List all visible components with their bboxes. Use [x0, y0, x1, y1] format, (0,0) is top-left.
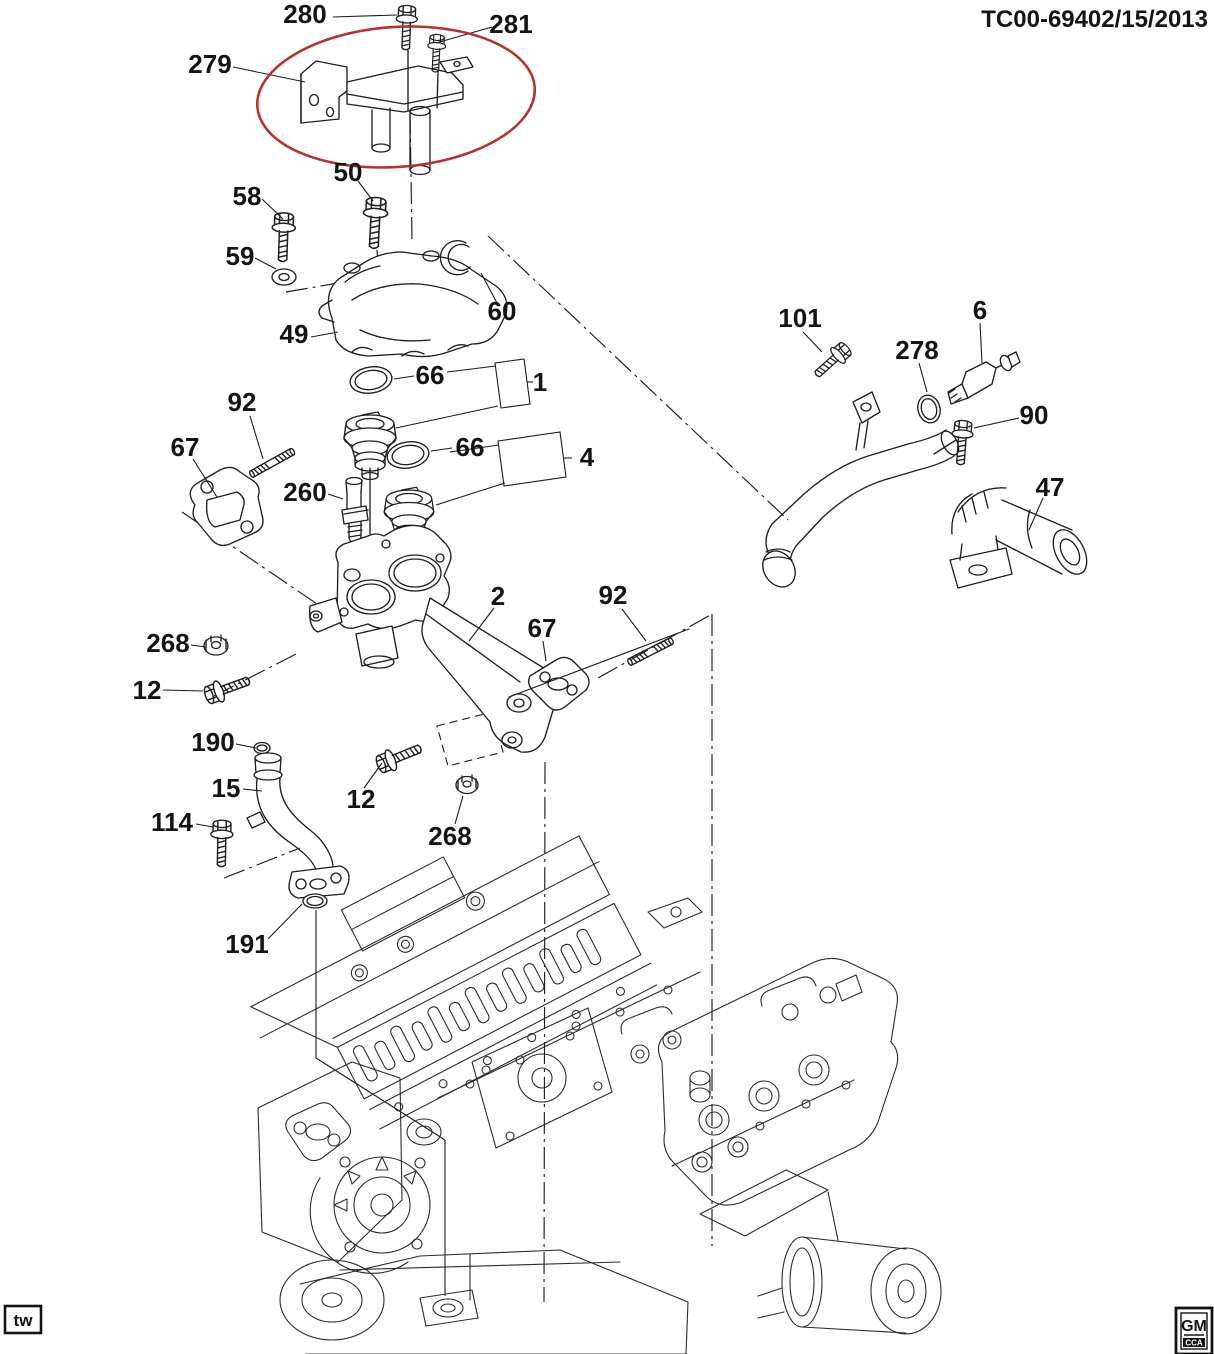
callout-190: 190	[191, 727, 234, 757]
pipe-101-drawing	[762, 391, 960, 588]
callout-66-a: 66	[416, 360, 445, 390]
seal-66-lower-drawing	[386, 441, 430, 469]
callout-49: 49	[280, 319, 309, 349]
kit-bracket-4	[435, 431, 572, 506]
callout-67-b: 67	[528, 613, 557, 643]
pipe-15-drawing	[246, 752, 350, 899]
stud-92-right-drawing	[626, 636, 675, 667]
gm-logo-text: GM	[1181, 1318, 1207, 1335]
kit-bracket-1	[395, 358, 533, 429]
bolt-281-drawing	[425, 33, 447, 109]
bolt-12-second-drawing	[372, 737, 426, 777]
callout-191: 191	[225, 929, 268, 959]
washer-59-drawing	[271, 268, 297, 286]
artist-mark-box: tw	[3, 1304, 43, 1335]
bolt-50-drawing	[360, 196, 390, 250]
callout-58: 58	[233, 181, 262, 211]
callout-268-a: 268	[146, 628, 189, 658]
seal-191-drawing	[302, 893, 328, 909]
snap-ring-60-drawing	[439, 240, 471, 276]
highlight-ellipse	[255, 25, 537, 169]
callout-15: 15	[212, 773, 241, 803]
seal-278-drawing	[917, 394, 941, 424]
artist-mark: tw	[14, 1311, 34, 1330]
sensor-260-drawing	[341, 476, 369, 595]
gasket-67-right-drawing	[508, 628, 690, 711]
bolt-58-drawing	[270, 211, 297, 263]
callout-50: 50	[334, 157, 363, 187]
callout-90: 90	[1020, 400, 1049, 430]
callout-59: 59	[226, 241, 255, 271]
housing-49-drawing	[318, 250, 508, 358]
gm-logo: GM CCA	[1174, 1306, 1214, 1354]
callout-278: 278	[895, 335, 938, 365]
sensor-6-drawing	[947, 351, 1021, 405]
callout-2: 2	[491, 581, 505, 611]
callout-1: 1	[533, 367, 547, 397]
callout-268-b: 268	[428, 821, 471, 851]
callout-47: 47	[1036, 472, 1065, 502]
seal-66-upper-drawing	[349, 366, 393, 394]
gasket-67-left-drawing	[189, 466, 264, 547]
gm-logo-subtext: CCA	[1185, 1339, 1203, 1348]
nut-268-second-drawing	[455, 774, 479, 795]
bolt-280-drawing	[394, 4, 419, 111]
callout-92-a: 92	[228, 387, 257, 417]
bolt-90-drawing	[949, 419, 975, 467]
leader-lines	[162, 14, 1044, 940]
stud-92-left-drawing	[248, 447, 297, 479]
document-date: 02/15/2013	[1088, 6, 1208, 33]
callout-60: 60	[488, 296, 517, 326]
callout-12-a: 12	[133, 675, 162, 705]
callout-12-b: 12	[347, 784, 376, 814]
engine-drawing	[250, 835, 942, 1354]
callout-260: 260	[283, 477, 326, 507]
callout-67-a: 67	[171, 432, 200, 462]
document-number: TC00-694	[981, 6, 1088, 33]
callout-92-b: 92	[599, 580, 628, 610]
callout-279: 279	[188, 49, 231, 79]
callout-280: 280	[283, 0, 326, 29]
callout-114: 114	[151, 807, 193, 837]
bracket-279-drawing	[300, 56, 474, 176]
outlet-47-drawing	[949, 487, 1088, 589]
callout-281: 281	[489, 9, 532, 39]
header: TC00-694 02/15/2013	[981, 6, 1208, 33]
callout-labels: 280 281 279 50 58 59 49 60 66 1 92 67 66…	[133, 0, 1065, 959]
callout-4: 4	[580, 442, 595, 472]
nut-268-left-drawing	[203, 634, 229, 656]
seal-190-drawing	[253, 741, 271, 755]
bolt-114-drawing	[209, 819, 234, 868]
callout-101: 101	[778, 303, 821, 333]
callout-66-b: 66	[456, 432, 485, 462]
crossover-pipe-2-drawing	[309, 524, 560, 753]
bolt-12-left-drawing	[201, 669, 254, 708]
callout-6: 6	[973, 295, 987, 325]
